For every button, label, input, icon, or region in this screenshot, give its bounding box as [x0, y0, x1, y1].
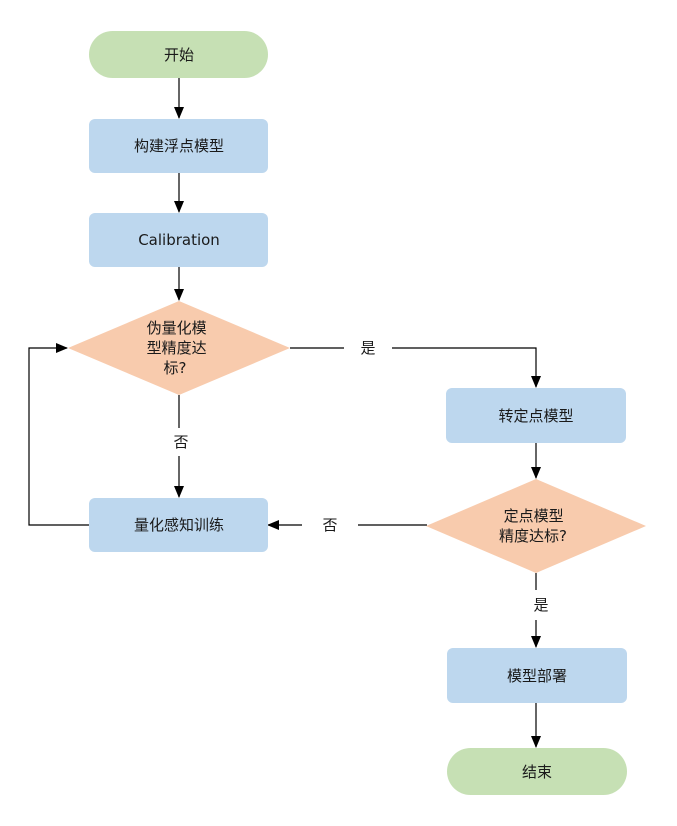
edge-label-backgrounds: [167, 336, 549, 620]
node-decision-fake-quant: 伪量化模 型精度达 标?: [68, 301, 290, 395]
decision-fixed-line-1: 定点模型: [504, 507, 564, 525]
node-build-float-model: 构建浮点模型: [89, 119, 268, 173]
process-shape: [446, 388, 626, 443]
process-shape: [447, 648, 627, 703]
decision-fake-quant-line-1: 伪量化模: [147, 319, 207, 337]
edge-label-fake-quant-no: 否: [173, 433, 188, 451]
edge-label-fixed-yes: 是: [533, 596, 548, 614]
terminal-shape: [89, 31, 268, 78]
decision-fake-quant-line-2: 型精度达: [147, 339, 207, 357]
decision-fixed-label: 定点模型 精度达标?: [499, 507, 568, 545]
build-float-model-label: 构建浮点模型: [134, 137, 224, 155]
decision-fake-quant-line-3: 标?: [164, 359, 187, 377]
edge-label-fake-quant-yes: 是: [360, 339, 375, 357]
process-shape: [89, 213, 268, 267]
start-label: 开始: [164, 46, 194, 64]
arrow-qat-loop-back: [28, 343, 89, 526]
node-calibration: Calibration: [89, 213, 268, 267]
end-label: 结束: [522, 763, 552, 781]
node-start: 开始: [89, 31, 268, 78]
convert-fixed-model-label: 转定点模型: [498, 407, 573, 425]
edge-label-fixed-no: 否: [322, 516, 337, 534]
node-convert-fixed-model: 转定点模型: [446, 388, 626, 443]
decision-shape: [68, 301, 290, 395]
process-shape: [89, 119, 268, 173]
calibration-label: Calibration: [138, 231, 220, 249]
arrow-decision-yes-to-convert: [290, 347, 541, 388]
decision-shape: [426, 479, 646, 573]
decision-fixed-line-2: 精度达标?: [499, 527, 567, 545]
node-decision-fixed: 定点模型 精度达标?: [426, 479, 646, 573]
process-shape: [89, 498, 268, 552]
node-qat-training: 量化感知训练: [89, 498, 268, 552]
terminal-shape: [447, 748, 627, 795]
decision-fake-quant-label: 伪量化模 型精度达 标?: [147, 319, 212, 377]
deploy-model-label: 模型部署: [507, 667, 567, 685]
node-deploy-model: 模型部署: [447, 648, 627, 703]
qat-training-label: 量化感知训练: [134, 516, 224, 534]
node-end: 结束: [447, 748, 627, 795]
